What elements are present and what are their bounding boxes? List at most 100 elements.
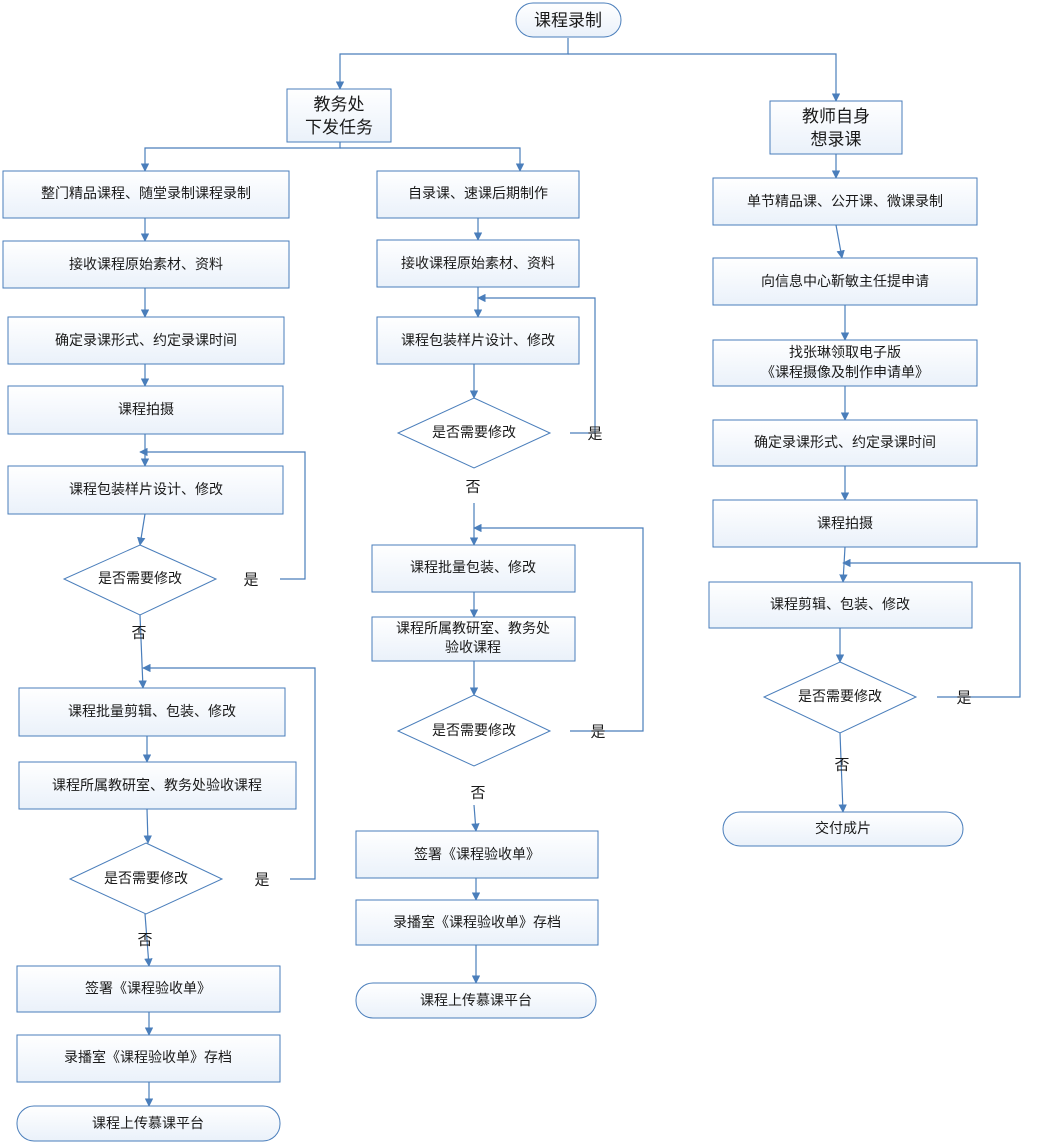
office-line-2: 下发任务 <box>305 118 373 138</box>
left-d1-no-label: 否 <box>131 624 146 642</box>
left-step-8: 签署《课程验收单》 <box>16 965 281 1013</box>
right-step-3-line-2: 《课程摄像及制作申请单》 <box>761 365 929 381</box>
right-step-1: 单节精品课、公开课、微课录制 <box>712 177 978 226</box>
mid-step-5-line-1: 课程所属教研室、教务处 <box>396 620 550 637</box>
title-node: 课程录制 <box>515 2 622 38</box>
mid-step-5: 课程所属教研室、教务处 验收课程 <box>371 616 576 662</box>
right-step-3-line-1: 找张琳领取电子版 <box>789 345 901 361</box>
svg-text:接收课程原始素材、资料: 接收课程原始素材、资料 <box>69 256 223 273</box>
mid-d1-no-label: 否 <box>465 478 480 496</box>
svg-text:单节精品课、公开课、微课录制: 单节精品课、公开课、微课录制 <box>747 194 943 210</box>
svg-text:是否需要修改: 是否需要修改 <box>432 723 516 739</box>
decision-labels: 是 否 是 否 是 否 是 否 是 否 <box>131 425 971 949</box>
left-d2-yes-label: 是 <box>254 871 269 889</box>
svg-text:整门精品课程、随堂录制课程录制: 整门精品课程、随堂录制课程录制 <box>41 186 251 202</box>
edge-office-to-left <box>140 142 341 172</box>
mid-decision-1: 是否需要修改 <box>396 397 552 469</box>
left-d1-yes-label: 是 <box>243 571 258 589</box>
svg-text:确定录课形式、约定录课时间: 确定录课形式、约定录课时间 <box>55 333 237 349</box>
edge-left-7-d2 <box>143 808 152 844</box>
edge-left-d2-no <box>144 913 153 967</box>
mid-d1-yes-label: 是 <box>587 425 602 443</box>
svg-text:是否需要修改: 是否需要修改 <box>104 871 188 887</box>
right-step-6: 课程剪辑、包装、修改 <box>708 581 973 629</box>
edge-right-d1-no <box>838 732 847 813</box>
svg-text:课程包装样片设计、修改: 课程包装样片设计、修改 <box>69 482 223 498</box>
left-d2-no-label: 否 <box>137 931 152 949</box>
edge-title-to-office <box>335 38 569 90</box>
edge-right-1-2 <box>835 224 845 259</box>
left-step-6: 课程批量剪辑、包装、修改 <box>18 687 286 737</box>
svg-text:录播室《课程验收单》存档: 录播室《课程验收单》存档 <box>393 914 561 931</box>
teacher-line-2: 想录课 <box>811 130 862 150</box>
svg-text:课程拍摄: 课程拍摄 <box>118 402 174 418</box>
edge-mid-d1-yes <box>477 293 596 434</box>
mid-step-3: 课程包装样片设计、修改 <box>376 316 580 365</box>
left-step-1: 整门精品课程、随堂录制课程录制 <box>2 170 290 219</box>
svg-text:是否需要修改: 是否需要修改 <box>798 689 882 705</box>
right-d1-no-label: 否 <box>834 756 849 774</box>
edge-mid-d2-yes <box>473 523 644 732</box>
svg-text:向信息中心靳敏主任提申请: 向信息中心靳敏主任提申请 <box>761 273 929 290</box>
mid-step-5-line-2: 验收课程 <box>445 640 501 656</box>
svg-text:课程拍摄: 课程拍摄 <box>817 516 873 532</box>
mid-d2-yes-label: 是 <box>590 723 605 741</box>
edge-right-5-6 <box>839 546 848 583</box>
svg-text:签署《课程验收单》: 签署《课程验收单》 <box>85 980 211 997</box>
office-line-1: 教务处 <box>314 95 365 115</box>
edge-left-d1-yes <box>139 447 306 580</box>
svg-text:录播室《课程验收单》存档: 录播室《课程验收单》存档 <box>64 1049 232 1066</box>
connectors <box>137 38 1021 1107</box>
mid-step-6: 签署《课程验收单》 <box>355 830 599 879</box>
mid-step-2: 接收课程原始素材、资料 <box>376 239 580 288</box>
mid-end-node: 课程上传慕课平台 <box>355 982 597 1019</box>
left-step-9: 录播室《课程验收单》存档 <box>16 1034 281 1083</box>
title-text: 课程录制 <box>534 11 602 31</box>
svg-text:课程所属教研室、教务处验收课程: 课程所属教研室、教务处验收课程 <box>52 777 262 794</box>
svg-text:课程上传慕课平台: 课程上传慕课平台 <box>92 1116 204 1132</box>
edge-left-d2-yes <box>142 663 316 880</box>
office-branch-node: 教务处 下发任务 <box>286 88 392 143</box>
svg-text:是否需要修改: 是否需要修改 <box>98 571 182 587</box>
svg-text:确定录课形式、约定录课时间: 确定录课形式、约定录课时间 <box>754 435 936 451</box>
left-decision-1: 是否需要修改 <box>62 544 218 616</box>
mid-step-7: 录播室《课程验收单》存档 <box>355 899 599 946</box>
svg-text:课程批量剪辑、包装、修改: 课程批量剪辑、包装、修改 <box>68 704 236 720</box>
svg-text:自录课、速课后期制作: 自录课、速课后期制作 <box>408 186 548 202</box>
mid-step-4: 课程批量包装、修改 <box>371 544 576 593</box>
svg-text:课程上传慕课平台: 课程上传慕课平台 <box>420 993 532 1009</box>
edge-right-d1-yes <box>842 558 1021 698</box>
right-step-4: 确定录课形式、约定录课时间 <box>712 419 978 467</box>
edge-left-5-d1 <box>137 513 146 546</box>
right-end-node: 交付成片 <box>722 811 964 847</box>
edge-office-to-middle <box>340 147 525 172</box>
svg-text:课程剪辑、包装、修改: 课程剪辑、包装、修改 <box>770 597 910 613</box>
right-d1-yes-label: 是 <box>956 689 971 707</box>
right-step-3: 找张琳领取电子版 《课程摄像及制作申请单》 <box>712 339 978 387</box>
edge-left-d1-no <box>138 614 147 689</box>
teacher-branch-node: 教师自身 想录课 <box>769 100 903 155</box>
edge-mid-d2-no <box>471 804 480 832</box>
mid-step-1: 自录课、速课后期制作 <box>376 170 580 219</box>
left-step-2: 接收课程原始素材、资料 <box>2 240 290 289</box>
teacher-line-1: 教师自身 <box>802 107 870 127</box>
left-decision-2: 是否需要修改 <box>68 842 224 915</box>
right-decision-1: 是否需要修改 <box>762 661 918 734</box>
left-step-5: 课程包装样片设计、修改 <box>7 465 284 515</box>
svg-text:接收课程原始素材、资料: 接收课程原始素材、资料 <box>401 255 555 272</box>
right-step-2: 向信息中心靳敏主任提申请 <box>712 257 978 306</box>
left-step-3: 确定录课形式、约定录课时间 <box>7 316 285 365</box>
mid-decision-2: 是否需要修改 <box>396 694 552 767</box>
edge-title-to-teacher <box>568 53 841 102</box>
svg-text:签署《课程验收单》: 签署《课程验收单》 <box>414 846 540 863</box>
svg-text:课程批量包装、修改: 课程批量包装、修改 <box>410 560 536 576</box>
right-step-5: 课程拍摄 <box>712 499 978 548</box>
left-step-4: 课程拍摄 <box>7 385 284 435</box>
svg-text:课程包装样片设计、修改: 课程包装样片设计、修改 <box>401 333 555 349</box>
svg-text:是否需要修改: 是否需要修改 <box>432 425 516 441</box>
left-end-node: 课程上传慕课平台 <box>16 1105 281 1142</box>
svg-text:交付成片: 交付成片 <box>815 820 871 837</box>
left-step-7: 课程所属教研室、教务处验收课程 <box>18 761 297 810</box>
mid-d2-no-label: 否 <box>470 784 485 802</box>
